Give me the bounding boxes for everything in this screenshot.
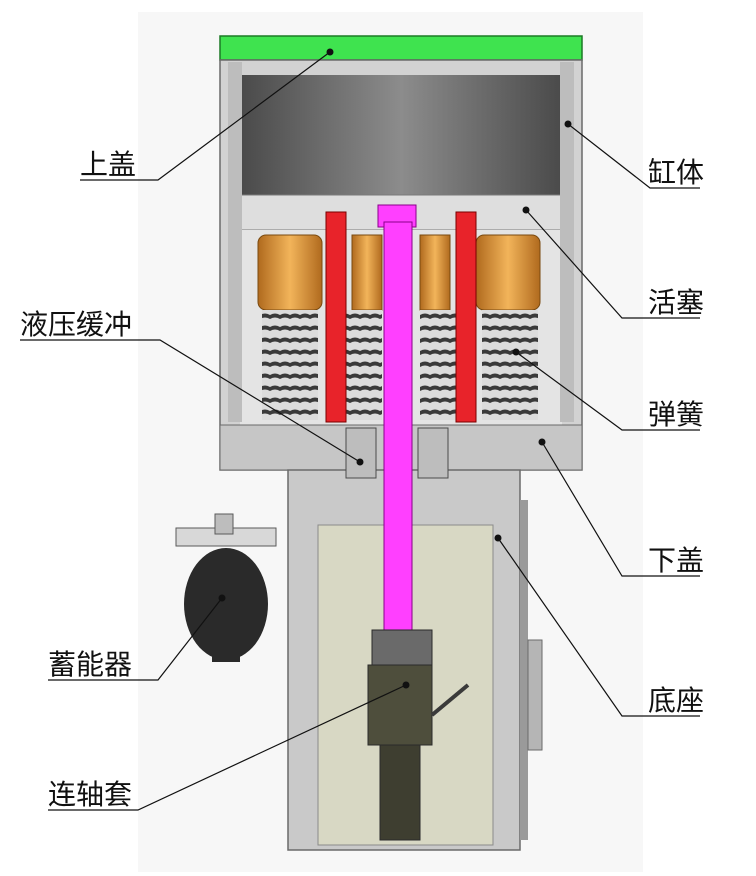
label-bottom-cover: 下盖: [648, 544, 704, 577]
springs: [262, 310, 538, 420]
label-cylinder: 缸体: [648, 156, 704, 189]
piston-rod: [377, 204, 417, 663]
hydraulic-buffer: [345, 427, 449, 479]
label-accumulator: 蓄能器: [48, 648, 132, 681]
label-base: 底座: [648, 684, 704, 717]
top-cover: [219, 35, 583, 61]
coupling-sleeve: [367, 629, 470, 841]
red-rods: [325, 211, 477, 423]
label-hydraulic-buffer: 液压缓冲: [20, 308, 132, 341]
label-top-cover: 上盖: [80, 148, 136, 181]
accumulator: [175, 513, 277, 662]
label-coupling-sleeve: 连轴套: [48, 778, 132, 811]
leader-lines: [20, 48, 700, 811]
label-piston: 活塞: [648, 286, 704, 319]
label-spring: 弹簧: [648, 398, 704, 431]
